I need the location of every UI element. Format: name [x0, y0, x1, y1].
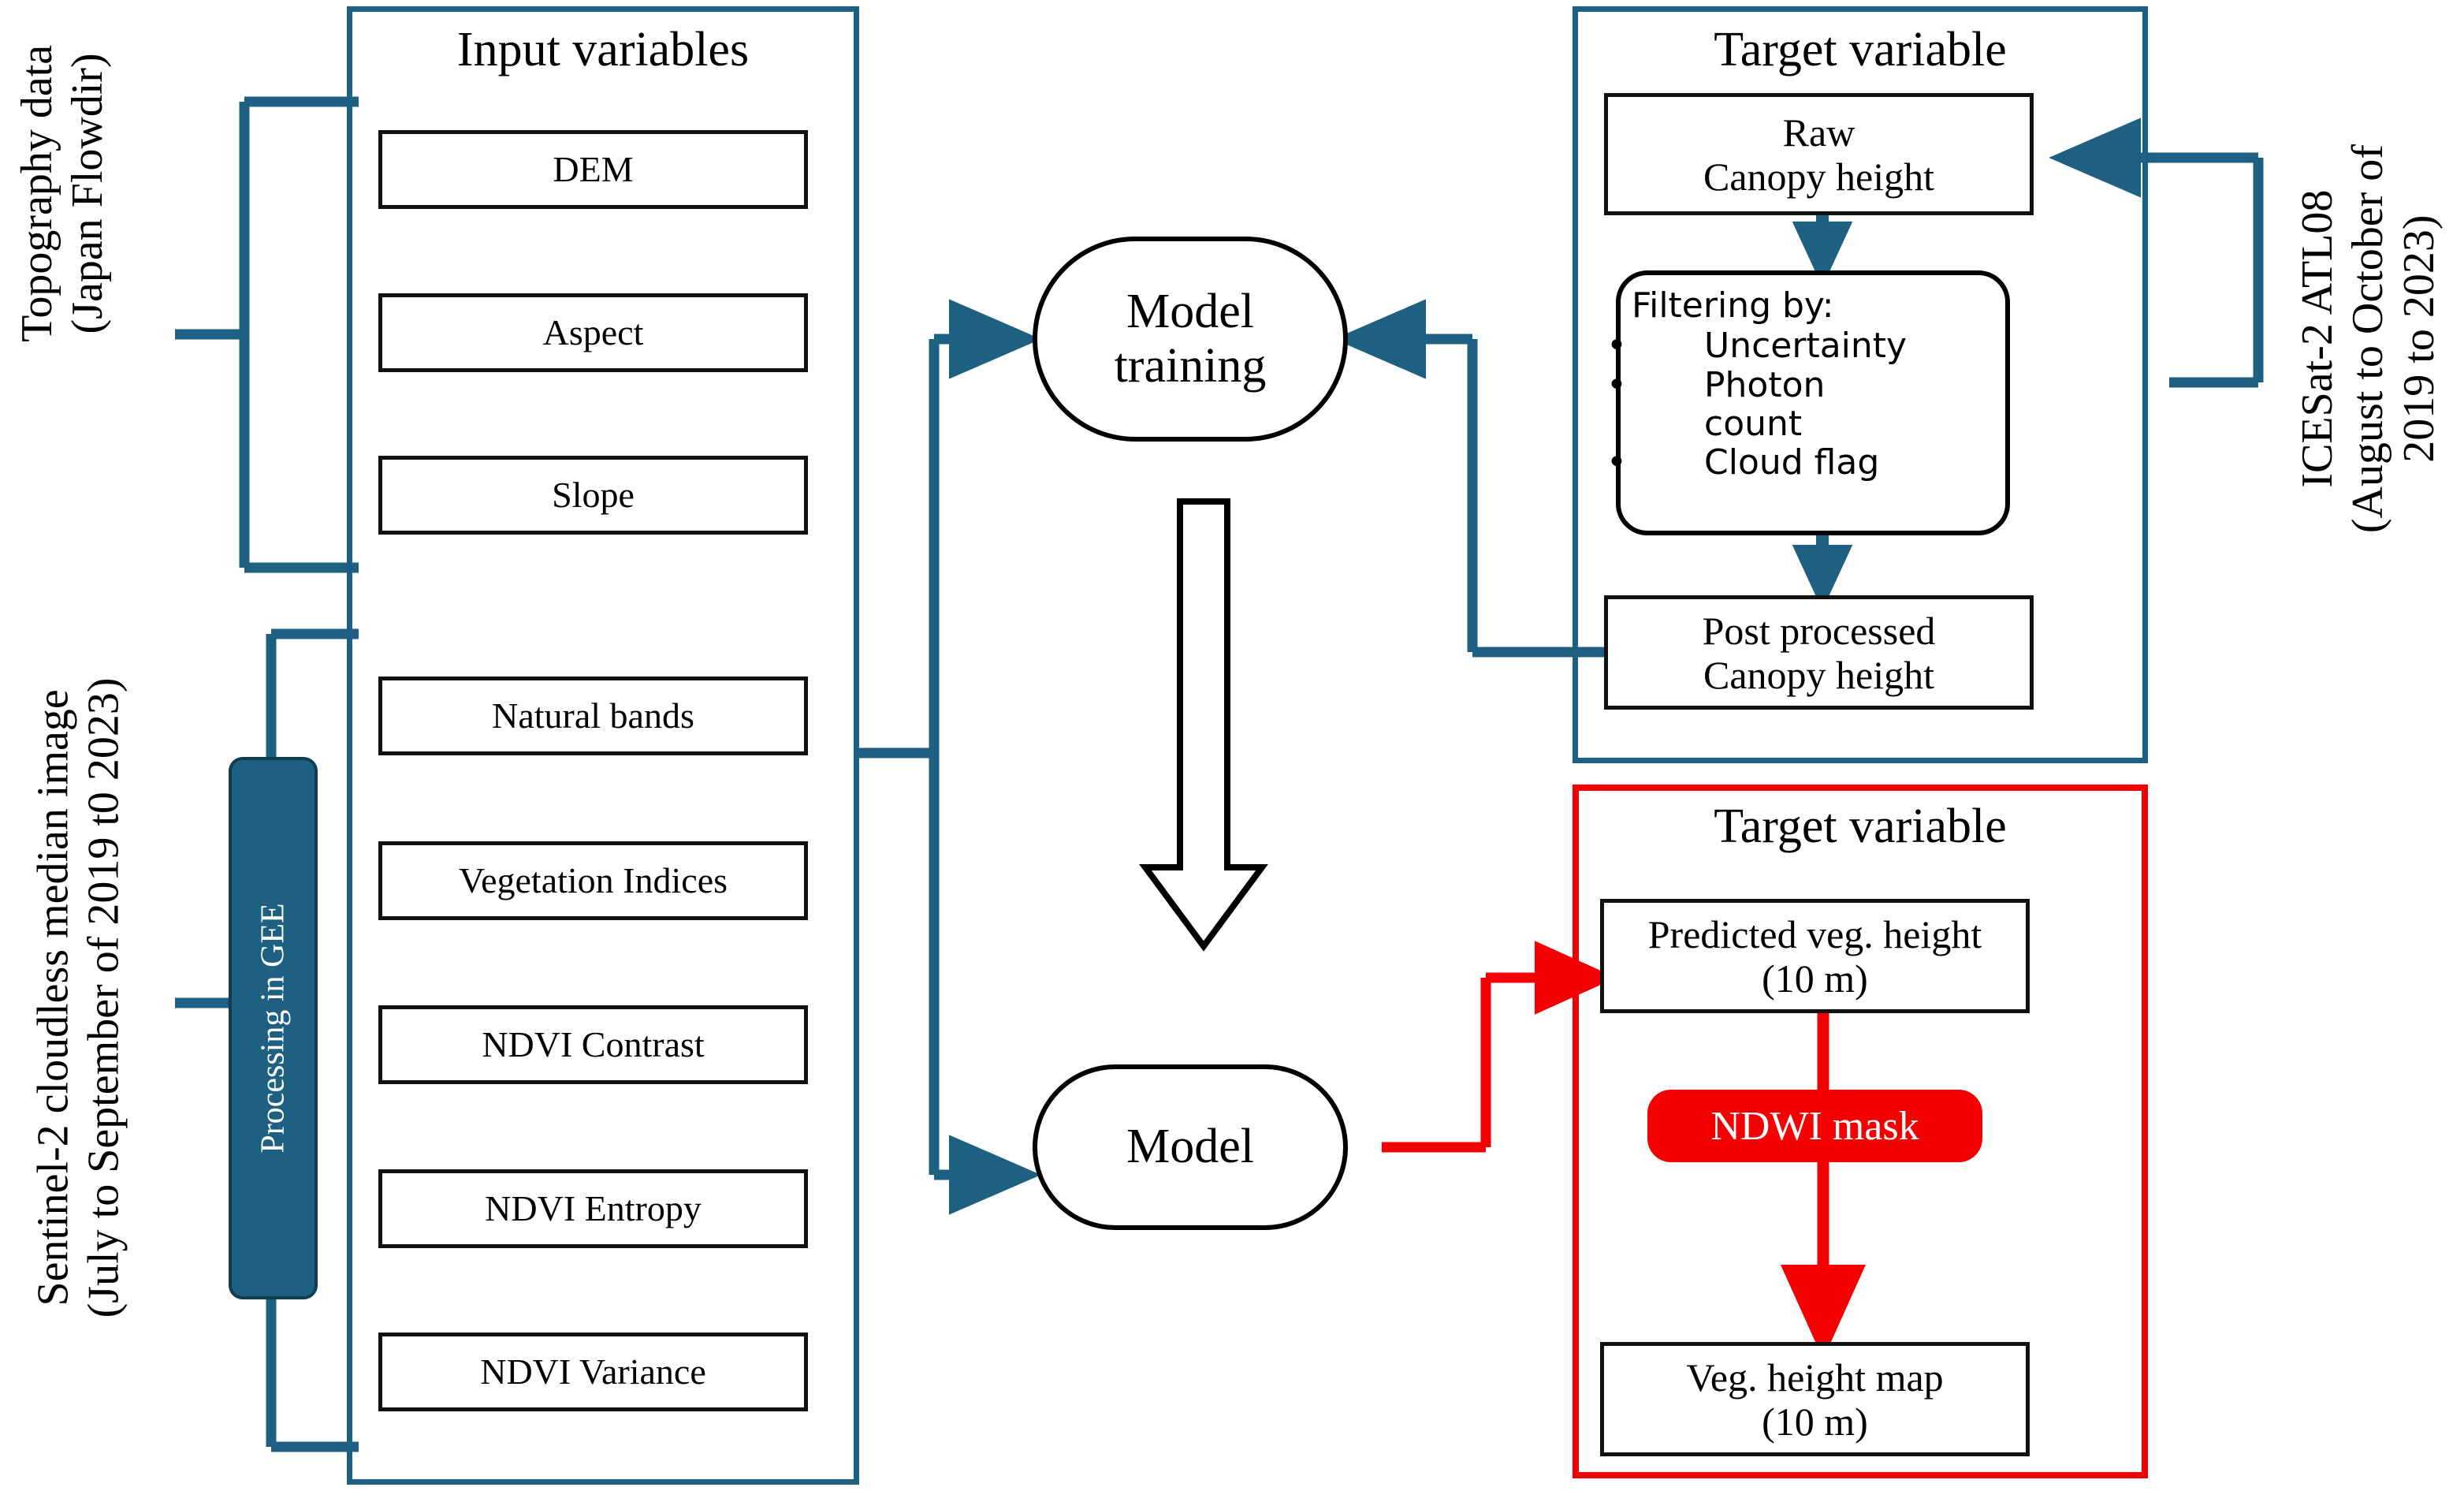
edge-topography-to-input — [175, 96, 359, 573]
input-box-ndvi-variance-label: NDVI Variance — [480, 1351, 706, 1392]
input-box-ndvi-entropy-label: NDVI Entropy — [485, 1188, 702, 1229]
input-box-natural-bands[interactable]: Natural bands — [378, 677, 808, 755]
ndwi-mask-badge[interactable]: NDWI mask — [1647, 1090, 1982, 1162]
processing-in-gee-label: Processing in GEE — [255, 903, 292, 1154]
caption-icesat: ICESat-2 ATL08 (August to October of 201… — [2101, 144, 2464, 533]
post-processed-canopy-height-label: Post processed Canopy height — [1702, 608, 1936, 697]
filtering-item-cloud-flag: •Cloud flag — [1606, 442, 1880, 483]
model-node[interactable]: Model — [1033, 1064, 1348, 1230]
filtering-item-photon-count: •Photon count — [1606, 364, 1826, 444]
edge-icesat-to-raw-canopy — [2049, 117, 2264, 388]
processing-in-gee-bar[interactable]: Processing in GEE — [229, 757, 318, 1299]
input-box-vegetation-indices[interactable]: Vegetation Indices — [378, 841, 808, 920]
edge-model-to-predicted — [1382, 941, 1617, 1153]
input-variables-title: Input variables — [347, 22, 859, 78]
raw-canopy-height-box[interactable]: Raw Canopy height — [1604, 93, 2034, 215]
filtering-heading: Filtering by: — [1632, 285, 1834, 326]
target-variable-top-title: Target variable — [1573, 22, 2148, 78]
input-box-ndvi-contrast-label: NDVI Contrast — [482, 1024, 705, 1065]
target-variable-top-panel — [1573, 6, 2148, 763]
veg-height-map-label: Veg. height map (10 m) — [1686, 1355, 1944, 1444]
filtering-body: Filtering by: •Uncertainty •Photon count… — [1606, 275, 2005, 483]
input-box-slope-label: Slope — [552, 475, 635, 516]
input-box-aspect-label: Aspect — [542, 312, 644, 353]
edge-input-to-models — [859, 299, 1041, 1215]
edge-postprocessed-to-model-training — [1334, 299, 1608, 658]
caption-icesat-text: ICESat-2 ATL08 (August to October of 201… — [2293, 144, 2444, 534]
target-variable-bottom-title: Target variable — [1573, 799, 2148, 855]
model-label: Model — [1126, 1120, 1254, 1174]
input-box-ndvi-contrast[interactable]: NDVI Contrast — [378, 1005, 808, 1084]
predicted-veg-height-label: Predicted veg. height (10 m) — [1647, 911, 1982, 1001]
filtering-box[interactable]: Filtering by: •Uncertainty •Photon count… — [1606, 270, 2010, 535]
model-training-node[interactable]: Model training — [1033, 237, 1348, 442]
veg-height-map-box[interactable]: Veg. height map (10 m) — [1600, 1342, 2030, 1456]
input-variables-title-text: Input variables — [456, 23, 750, 76]
caption-topography: Topography data (Japan Flowdir) — [0, 44, 315, 341]
edge-model-training-to-model-block-arrow — [1139, 498, 1268, 952]
target-variable-bottom-title-text: Target variable — [1714, 800, 2007, 853]
target-variable-bottom-panel — [1573, 785, 2148, 1478]
input-box-vegetation-indices-label: Vegetation Indices — [458, 860, 728, 901]
input-box-dem-label: DEM — [553, 149, 634, 190]
input-box-ndvi-variance[interactable]: NDVI Variance — [378, 1333, 808, 1411]
input-box-dem[interactable]: DEM — [378, 130, 808, 209]
target-variable-top-title-text: Target variable — [1714, 23, 2007, 76]
input-box-aspect[interactable]: Aspect — [378, 293, 808, 372]
input-box-slope[interactable]: Slope — [378, 456, 808, 535]
input-variables-panel — [347, 6, 859, 1485]
input-box-natural-bands-label: Natural bands — [492, 695, 694, 736]
caption-topography-text: Topography data (Japan Flowdir) — [13, 44, 113, 342]
caption-sentinel-text: Sentinel-2 cloudless median image (July … — [28, 677, 128, 1318]
input-box-ndvi-entropy[interactable]: NDVI Entropy — [378, 1169, 808, 1248]
filtering-item-uncertainty: •Uncertainty — [1606, 326, 1908, 367]
raw-canopy-height-label: Raw Canopy height — [1703, 110, 1935, 199]
predicted-veg-height-box[interactable]: Predicted veg. height (10 m) — [1600, 899, 2030, 1013]
model-training-label: Model training — [1114, 284, 1267, 393]
ndwi-mask-label: NDWI mask — [1710, 1103, 1919, 1149]
post-processed-canopy-height-box[interactable]: Post processed Canopy height — [1604, 595, 2034, 710]
